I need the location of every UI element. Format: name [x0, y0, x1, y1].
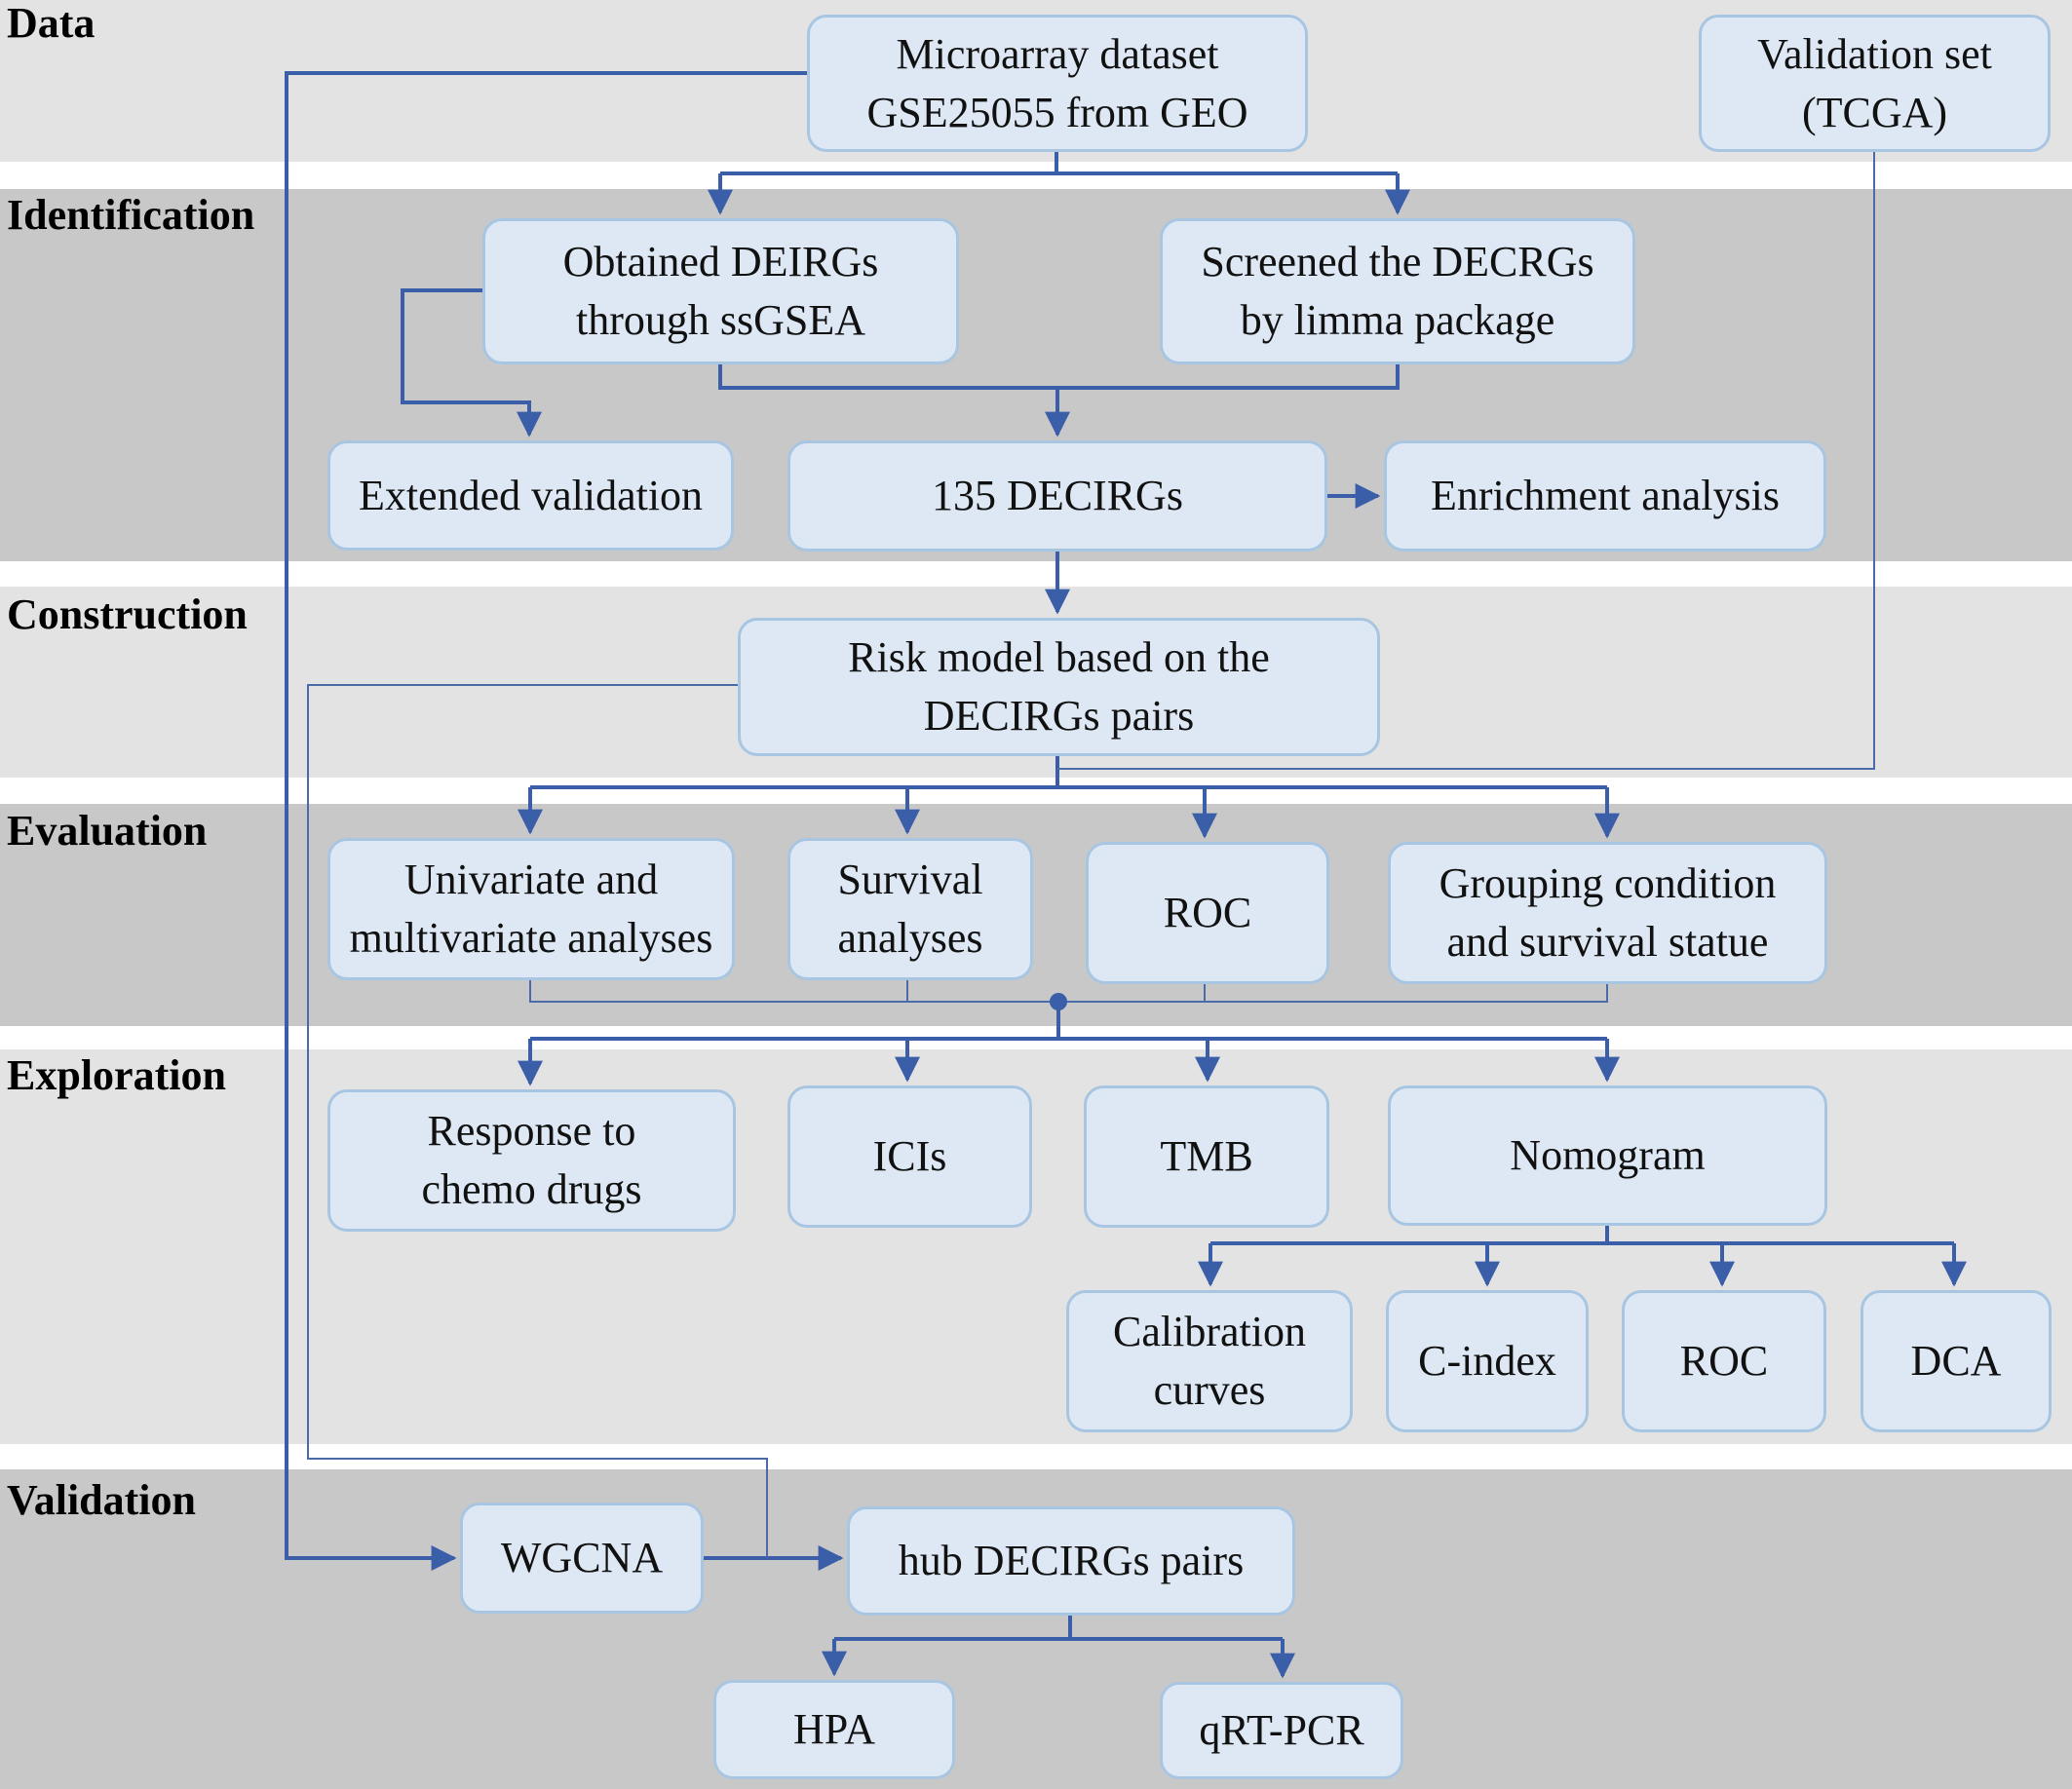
- node-risk-model: Risk model based on the DECIRGs pairs: [738, 618, 1380, 756]
- node-microarray-dataset: Microarray dataset GSE25055 from GEO: [807, 15, 1308, 152]
- node-wgcna: WGCNA: [460, 1503, 704, 1614]
- section-label-identification: Identification: [7, 191, 255, 239]
- node-response-chemo: Response to chemo drugs: [327, 1089, 736, 1232]
- node-tmb: TMB: [1084, 1085, 1329, 1228]
- node-screened-decrgs: Screened the DECRGs by limma package: [1160, 218, 1635, 364]
- section-label-validation: Validation: [7, 1476, 197, 1524]
- node-grouping-condition: Grouping condition and survival statue: [1388, 842, 1827, 984]
- node-icis: ICIs: [787, 1085, 1032, 1228]
- node-enrichment-analysis: Enrichment analysis: [1384, 440, 1826, 552]
- node-univariate-multivariate: Univariate and multivariate analyses: [327, 838, 735, 980]
- node-c-index: C-index: [1386, 1290, 1589, 1432]
- node-roc-nomogram: ROC: [1622, 1290, 1826, 1432]
- node-roc-evaluation: ROC: [1086, 842, 1329, 984]
- node-hpa: HPA: [713, 1680, 955, 1779]
- node-survival-analyses: Survival analyses: [787, 838, 1033, 980]
- node-validation-set: Validation set (TCGA): [1699, 15, 2051, 152]
- node-hub-decirgs-pairs: hub DECIRGs pairs: [847, 1506, 1295, 1616]
- section-label-construction: Construction: [7, 590, 248, 638]
- node-135-decirgs: 135 DECIRGs: [787, 440, 1327, 552]
- node-obtained-deirgs: Obtained DEIRGs through ssGSEA: [482, 218, 959, 364]
- section-label-evaluation: Evaluation: [7, 807, 208, 855]
- node-extended-validation: Extended validation: [327, 440, 734, 551]
- node-dca: DCA: [1861, 1290, 2052, 1432]
- node-qrt-pcr: qRT-PCR: [1160, 1682, 1403, 1779]
- section-label-exploration: Exploration: [7, 1051, 226, 1099]
- node-nomogram: Nomogram: [1388, 1085, 1827, 1226]
- section-label-data: Data: [7, 0, 96, 47]
- node-calibration-curves: Calibration curves: [1066, 1290, 1353, 1432]
